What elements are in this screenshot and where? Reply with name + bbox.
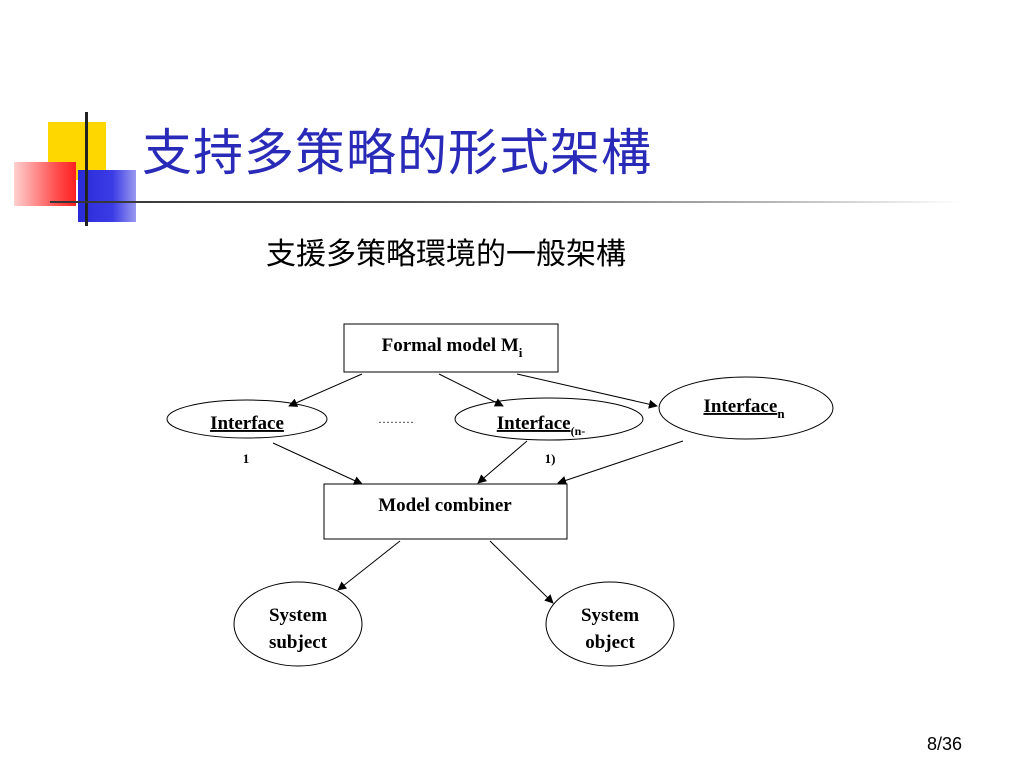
formal-model-subscript: i — [519, 345, 523, 360]
formal-model-label: Formal model M — [382, 335, 519, 356]
arrow-model-to-interface-1 — [288, 373, 363, 407]
system-subject-node: System subject — [233, 581, 363, 667]
arrow-combiner-to-subject — [337, 540, 401, 591]
slide-title: 支持多策略的形式架構 — [142, 124, 652, 182]
svg-text:Interfacen: Interfacen — [703, 396, 785, 421]
interface-n-minus-1-index: 1) — [545, 451, 556, 466]
interface-1-index: 1 — [243, 451, 250, 466]
interface-n-minus-1-subscript: (n- — [571, 424, 586, 438]
arrow-combiner-to-object — [489, 540, 554, 604]
arrow-interface-n-to-combiner — [557, 440, 684, 485]
interface-n-node: Interfacen — [658, 376, 834, 440]
interface-1-node: Interface — [166, 399, 328, 439]
decor-red-square — [14, 162, 76, 206]
svg-text:Interface(n-: Interface(n- — [497, 413, 586, 438]
system-object-node: System object — [545, 581, 675, 667]
system-object-line1: System — [581, 605, 639, 626]
interface-n-minus-1-node: Interface(n- — [454, 397, 644, 441]
system-subject-line2: subject — [269, 632, 328, 653]
arrow-interface-n-minus-1-to-combiner — [477, 440, 528, 484]
interface-n-label: Interface — [703, 396, 777, 417]
interface-n-subscript: n — [777, 406, 785, 421]
svg-text:Formal model Mi: Formal model Mi — [382, 335, 523, 360]
arrow-interface-1-to-combiner — [272, 442, 363, 485]
decor-vertical-line — [85, 112, 88, 226]
arrow-model-to-interface-n-minus-1 — [438, 373, 504, 407]
model-combiner-label: Model combiner — [378, 495, 512, 516]
formal-model-node: Formal model Mi — [343, 323, 559, 373]
ellipsis-dots: ……… — [378, 412, 414, 426]
system-subject-line1: System — [269, 605, 327, 626]
arrow-model-to-interface-n — [516, 373, 658, 409]
interface-n-minus-1-label: Interface — [497, 413, 571, 434]
page-number: 8/36 — [926, 734, 962, 754]
interface-1-label: Interface — [210, 413, 284, 434]
model-combiner-node: Model combiner — [323, 483, 568, 540]
system-object-line2: object — [585, 632, 635, 653]
slide-subtitle: 支援多策略環境的一般架構 — [266, 237, 626, 272]
title-underline — [50, 201, 960, 203]
